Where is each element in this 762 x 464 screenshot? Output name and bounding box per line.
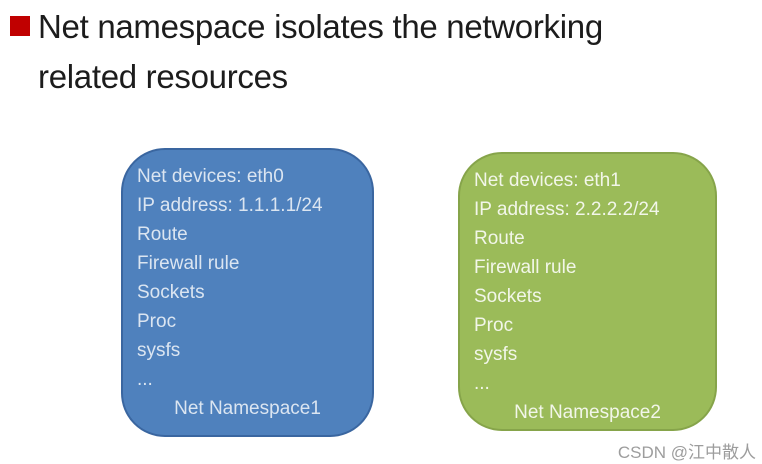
ns-item: Sockets [137, 282, 205, 303]
ns-item: sysfs [474, 344, 518, 365]
namespace-box-2-label: Net Namespace2 [514, 402, 661, 423]
ns-item: Firewall rule [474, 257, 577, 278]
ns-item: Net devices: eth0 [137, 166, 284, 187]
watermark: CSDN @江中散人 [617, 443, 756, 462]
ns-item: ... [137, 369, 153, 390]
page-title-line1: Net namespace isolates the networking [38, 8, 603, 45]
namespace-box-2: Net devices: eth1 IP address: 2.2.2.2/24… [458, 152, 717, 431]
ns-item: Net devices: eth1 [474, 170, 621, 191]
ns-item: Route [474, 228, 525, 249]
page-title: Net namespace isolates the networking re… [38, 2, 748, 102]
ns-item: IP address: 1.1.1.1/24 [137, 195, 323, 216]
ns-item: ... [474, 373, 490, 394]
page-title-line2: related resources [38, 58, 288, 95]
ns-item: IP address: 2.2.2.2/24 [474, 199, 660, 220]
ns-item: Firewall rule [137, 253, 240, 274]
ns-item: Proc [137, 311, 177, 332]
namespace-box-1: Net devices: eth0 IP address: 1.1.1.1/24… [121, 148, 374, 437]
ns-item: sysfs [137, 340, 181, 361]
ns-item: Proc [474, 315, 514, 336]
ns-item: Sockets [474, 286, 542, 307]
title-bullet-icon [10, 16, 30, 36]
ns-item: Route [137, 224, 188, 245]
namespace-box-1-label: Net Namespace1 [174, 398, 321, 419]
